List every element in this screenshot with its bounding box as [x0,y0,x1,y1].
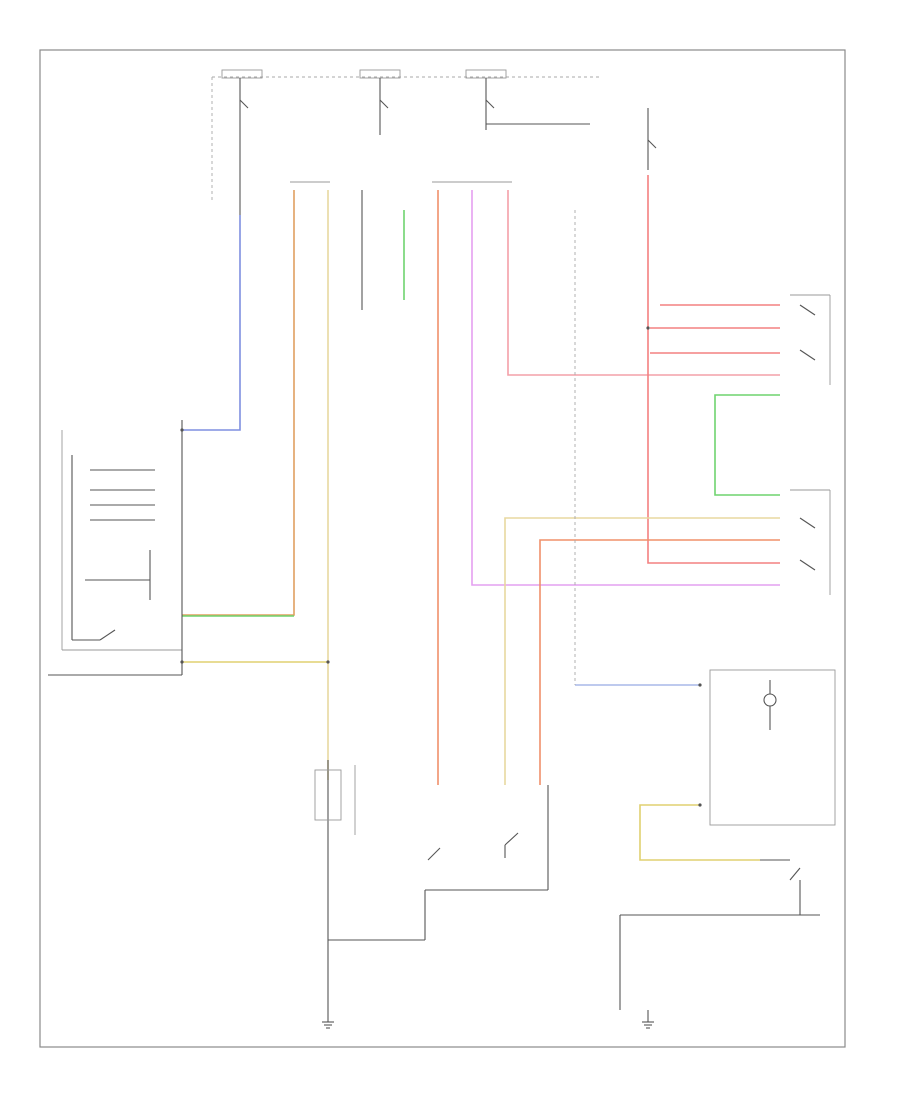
wire-yellow-lower [639,804,760,861]
fuse-2 [359,69,401,135]
wire-green-loop [714,394,780,496]
wire-tan-right [504,517,780,785]
wire-orange [182,190,295,616]
lower-right-switch [619,859,820,1010]
fuse-3 [465,69,590,130]
splice-icon [180,660,184,664]
wire-pink [507,190,780,376]
right-switch-upper [790,294,831,385]
splice-icon [180,428,184,432]
wire-orange-right [539,539,780,785]
lamp-module [709,669,836,826]
center-relay [328,765,549,941]
ground-icon-right [642,1010,654,1029]
wire-violet [471,190,780,586]
wire-blue [182,215,241,431]
left-relay [314,760,342,1010]
splice-icon [698,803,702,807]
combination-switch [48,420,183,676]
fuse-4 [647,108,657,170]
ground-icon [322,1010,334,1029]
fuse-1 [221,69,263,215]
splice-icon [646,326,650,330]
splice-icon [698,683,702,687]
diagram-frame [39,49,846,1048]
splice-icon [326,660,330,664]
wire-red-main [647,175,780,564]
lamp-icon [763,693,777,707]
right-switch-lower [790,489,831,595]
